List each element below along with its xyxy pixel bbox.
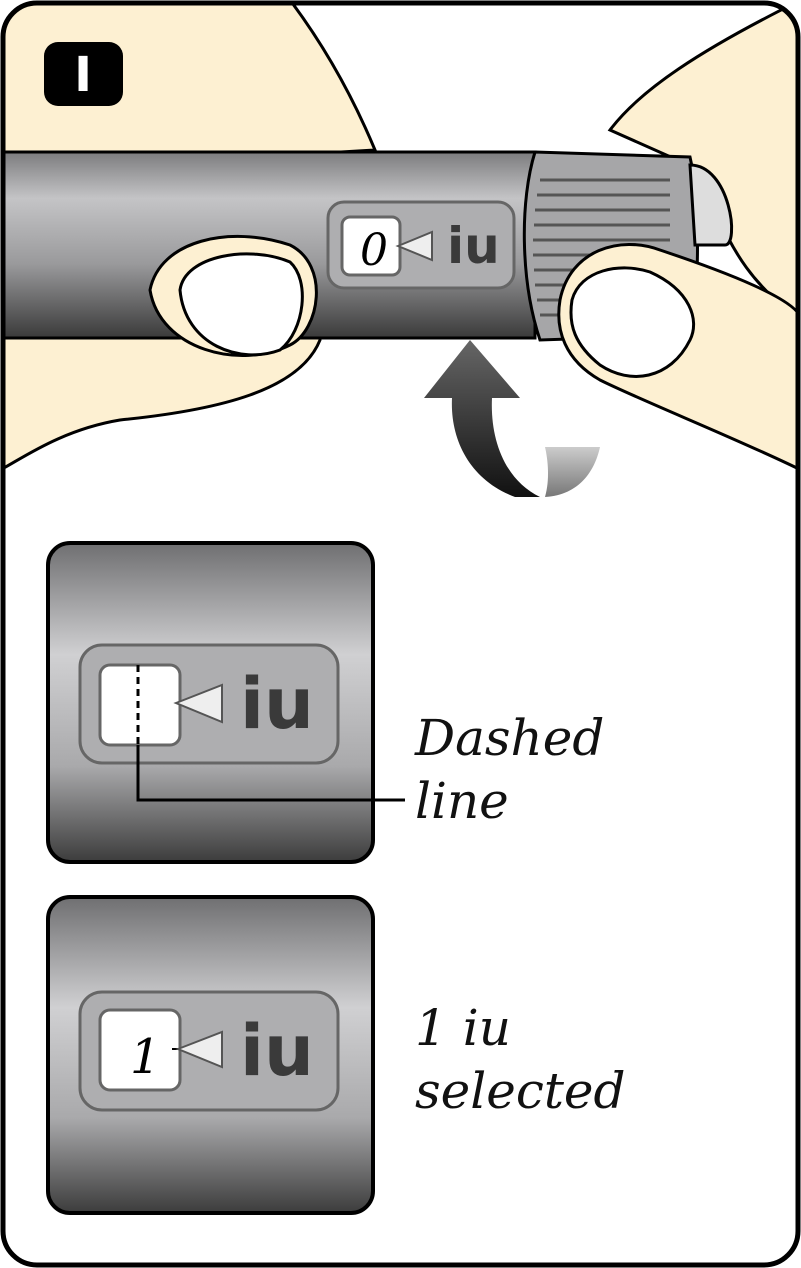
dose-window (98, 663, 182, 747)
callout-line (136, 745, 405, 802)
right-thumbnail (569, 266, 696, 378)
unit-label: iu (447, 217, 500, 275)
caption-selected: selected (415, 1062, 626, 1120)
pointer-icon (173, 683, 223, 724)
caption-1-iu: 1 iu (415, 999, 511, 1057)
pointer-icon (175, 1030, 223, 1069)
pointer-icon (395, 230, 433, 262)
rotate-arrow-tail (545, 447, 600, 497)
dose-number: 1 (130, 1029, 161, 1085)
caption-line: line (415, 772, 509, 830)
caption-dashed: Dashed (414, 709, 604, 767)
left-thumbnail (178, 252, 304, 357)
rotate-arrow-icon (424, 340, 540, 497)
pen-end-cap (688, 163, 733, 247)
unit-label: iu (240, 1010, 314, 1092)
step-badge (44, 42, 123, 106)
dose-number: 0 (360, 225, 388, 276)
step-label: I (74, 47, 92, 103)
unit-label: iu (240, 663, 314, 745)
